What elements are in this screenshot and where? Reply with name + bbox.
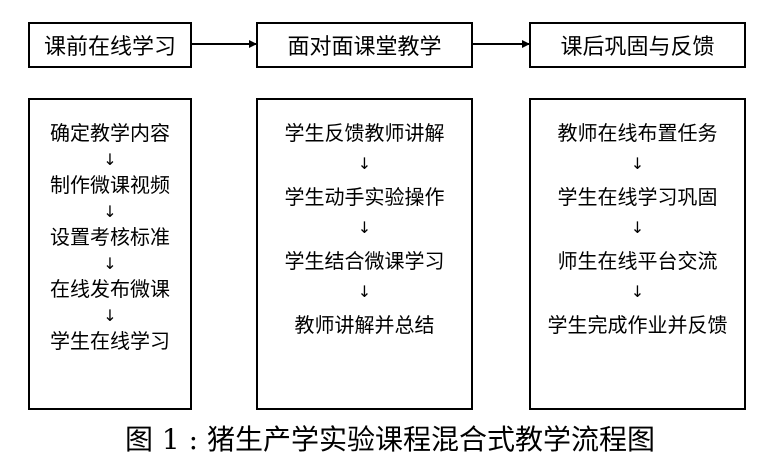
stage-2-step-4: 教师讲解并总结 bbox=[294, 313, 435, 337]
down-arrow-icon: ↓ bbox=[357, 218, 372, 237]
stage-1-steps-box: 确定教学内容 ↓ 制作微课视频 ↓ 设置考核标准 ↓ 在线发布微课 ↓ 学生在线… bbox=[28, 98, 192, 410]
stage-1-title-box: 课前在线学习 bbox=[28, 22, 192, 68]
stage-3-steps-box: 教师在线布置任务 ↓ 学生在线学习巩固 ↓ 师生在线平台交流 ↓ 学生完成作业并… bbox=[529, 98, 746, 410]
down-arrow-icon: ↓ bbox=[103, 202, 117, 221]
stage-1-step-1: 确定教学内容 bbox=[50, 121, 170, 145]
down-arrow-icon: ↓ bbox=[630, 218, 645, 237]
stage-3-step-4: 学生完成作业并反馈 bbox=[547, 313, 728, 337]
down-arrow-icon: ↓ bbox=[630, 154, 645, 173]
down-arrow-icon: ↓ bbox=[630, 282, 645, 301]
stage-1-title: 课前在线学习 bbox=[43, 35, 176, 60]
stage-1-step-3: 设置考核标准 bbox=[50, 225, 170, 249]
stage-3-step-3: 师生在线平台交流 bbox=[557, 249, 718, 273]
down-arrow-icon: ↓ bbox=[103, 254, 117, 273]
stage-2-step-1: 学生反馈教师讲解 bbox=[284, 121, 445, 145]
down-arrow-icon: ↓ bbox=[103, 150, 117, 169]
stage-1-step-5: 学生在线学习 bbox=[50, 329, 170, 353]
stage-2-step-3: 学生结合微课学习 bbox=[284, 249, 445, 273]
stage-1-step-4: 在线发布微课 bbox=[50, 277, 170, 301]
stage-1-step-2: 制作微课视频 bbox=[50, 173, 170, 197]
figure-caption: 图 1 : 猪生产学实验课程混合式教学流程图 bbox=[125, 423, 655, 456]
stage-3-step-1: 教师在线布置任务 bbox=[557, 121, 718, 145]
down-arrow-icon: ↓ bbox=[103, 306, 117, 325]
down-arrow-icon: ↓ bbox=[357, 154, 372, 173]
down-arrow-icon: ↓ bbox=[357, 282, 372, 301]
stage-2-title: 面对面课堂教学 bbox=[287, 35, 442, 60]
stage-3-title-box: 课后巩固与反馈 bbox=[529, 22, 746, 68]
stage-2-title-box: 面对面课堂教学 bbox=[256, 22, 473, 68]
stage-2-steps-box: 学生反馈教师讲解 ↓ 学生动手实验操作 ↓ 学生结合微课学习 ↓ 教师讲解并总结 bbox=[256, 98, 473, 410]
stage-2-step-2: 学生动手实验操作 bbox=[284, 185, 445, 209]
stage-3-step-2: 学生在线学习巩固 bbox=[557, 185, 718, 209]
stage-3-title: 课后巩固与反馈 bbox=[560, 35, 715, 60]
